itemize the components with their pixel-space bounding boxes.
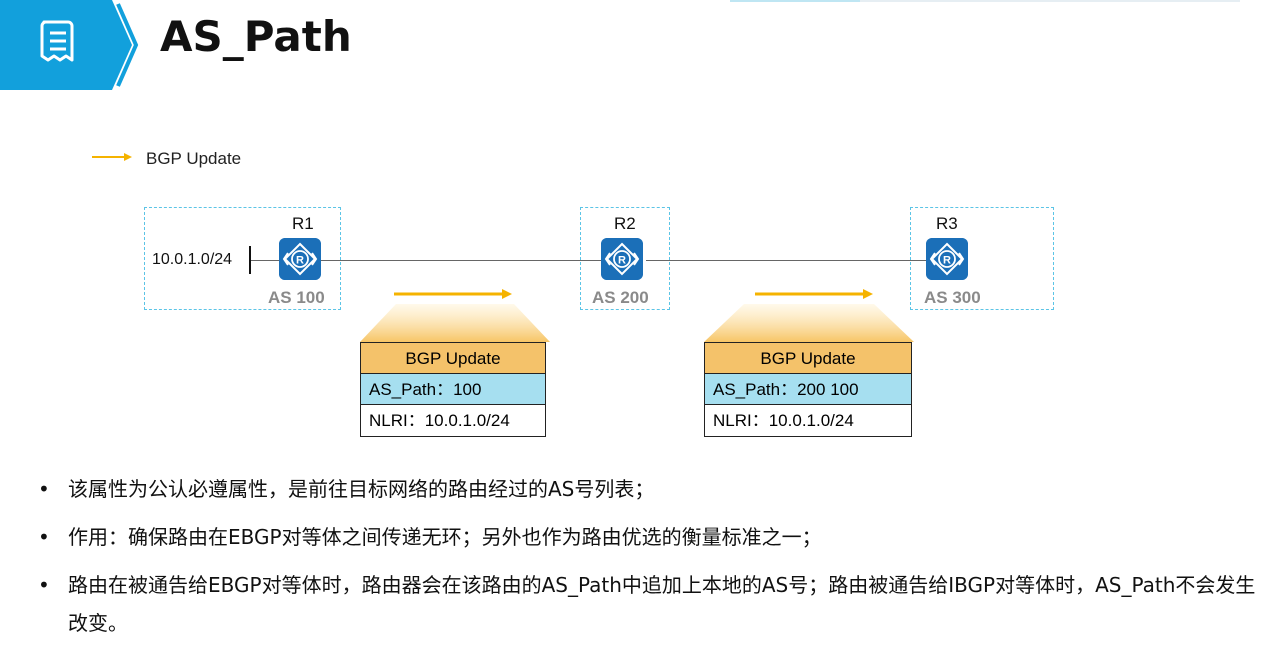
- header-banner: [0, 0, 139, 90]
- as-box-2: [580, 207, 670, 310]
- update-arrow-icon: [394, 289, 512, 299]
- link-prefix-r1: [250, 260, 280, 261]
- list-item: • 该属性为公认必遵属性，是前往目标网络的路由经过的AS号列表；: [38, 470, 1258, 508]
- router-name-r1: R1: [292, 214, 314, 233]
- svg-text:R: R: [296, 255, 304, 267]
- bullet-text: 路由在被通告给EBGP对等体时，路由器会在该路由的AS_Path中追加上本地的A…: [68, 573, 1256, 635]
- update-arrow-icon: [755, 289, 873, 299]
- update-beam: [360, 304, 550, 342]
- router-name-r2: R2: [614, 214, 636, 233]
- update-nlri: NLRI：10.0.1.0/24: [705, 405, 911, 436]
- legend-arrow-icon: [92, 153, 132, 161]
- prefix-marker: [249, 246, 251, 274]
- svg-text:R: R: [618, 255, 626, 267]
- page-title: AS_Path: [160, 12, 352, 61]
- router-name-r3: R3: [936, 214, 958, 233]
- prefix-label: 10.0.1.0/24: [152, 251, 233, 268]
- update-nlri: NLRI：10.0.1.0/24: [361, 405, 545, 436]
- list-item: • 作用：确保路由在EBGP对等体之间传递无环；另外也作为路由优选的衡量标准之一…: [38, 518, 1258, 556]
- document-list-icon: [40, 20, 74, 62]
- top-divider: [730, 0, 1240, 2]
- bullet-marker: •: [38, 477, 50, 501]
- router-icon[interactable]: R: [601, 238, 643, 280]
- router-icon[interactable]: R: [279, 238, 321, 280]
- update-title: BGP Update: [361, 343, 545, 374]
- bullet-text: 该属性为公认必遵属性，是前往目标网络的路由经过的AS号列表；: [68, 477, 655, 501]
- bullet-marker: •: [38, 573, 50, 597]
- list-item: • 路由在被通告给EBGP对等体时，路由器会在该路由的AS_Path中追加上本地…: [38, 566, 1258, 642]
- top-divider-accent: [730, 0, 860, 2]
- update-as-path: AS_Path：200 100: [705, 374, 911, 405]
- as-label-300: AS 300: [924, 288, 981, 307]
- link-r2-r3: [646, 260, 931, 261]
- update-as-path: AS_Path：100: [361, 374, 545, 405]
- bullet-list: • 该属性为公认必遵属性，是前往目标网络的路由经过的AS号列表； • 作用：确保…: [38, 470, 1258, 652]
- svg-text:R: R: [943, 255, 951, 267]
- as-label-100: AS 100: [268, 288, 325, 307]
- link-r1-r2: [320, 260, 605, 261]
- bullet-marker: •: [38, 525, 50, 549]
- as-box-1: [144, 207, 341, 310]
- legend-label: BGP Update: [146, 149, 242, 168]
- as-box-3: [910, 207, 1054, 310]
- router-icon[interactable]: R: [926, 238, 968, 280]
- as-label-200: AS 200: [592, 288, 649, 307]
- bgp-update-table-1: BGP Update AS_Path：100 NLRI：10.0.1.0/24: [360, 342, 546, 437]
- update-beam: [704, 304, 914, 342]
- bullet-text: 作用：确保路由在EBGP对等体之间传递无环；另外也作为路由优选的衡量标准之一；: [68, 525, 822, 549]
- bgp-update-table-2: BGP Update AS_Path：200 100 NLRI：10.0.1.0…: [704, 342, 912, 437]
- update-title: BGP Update: [705, 343, 911, 374]
